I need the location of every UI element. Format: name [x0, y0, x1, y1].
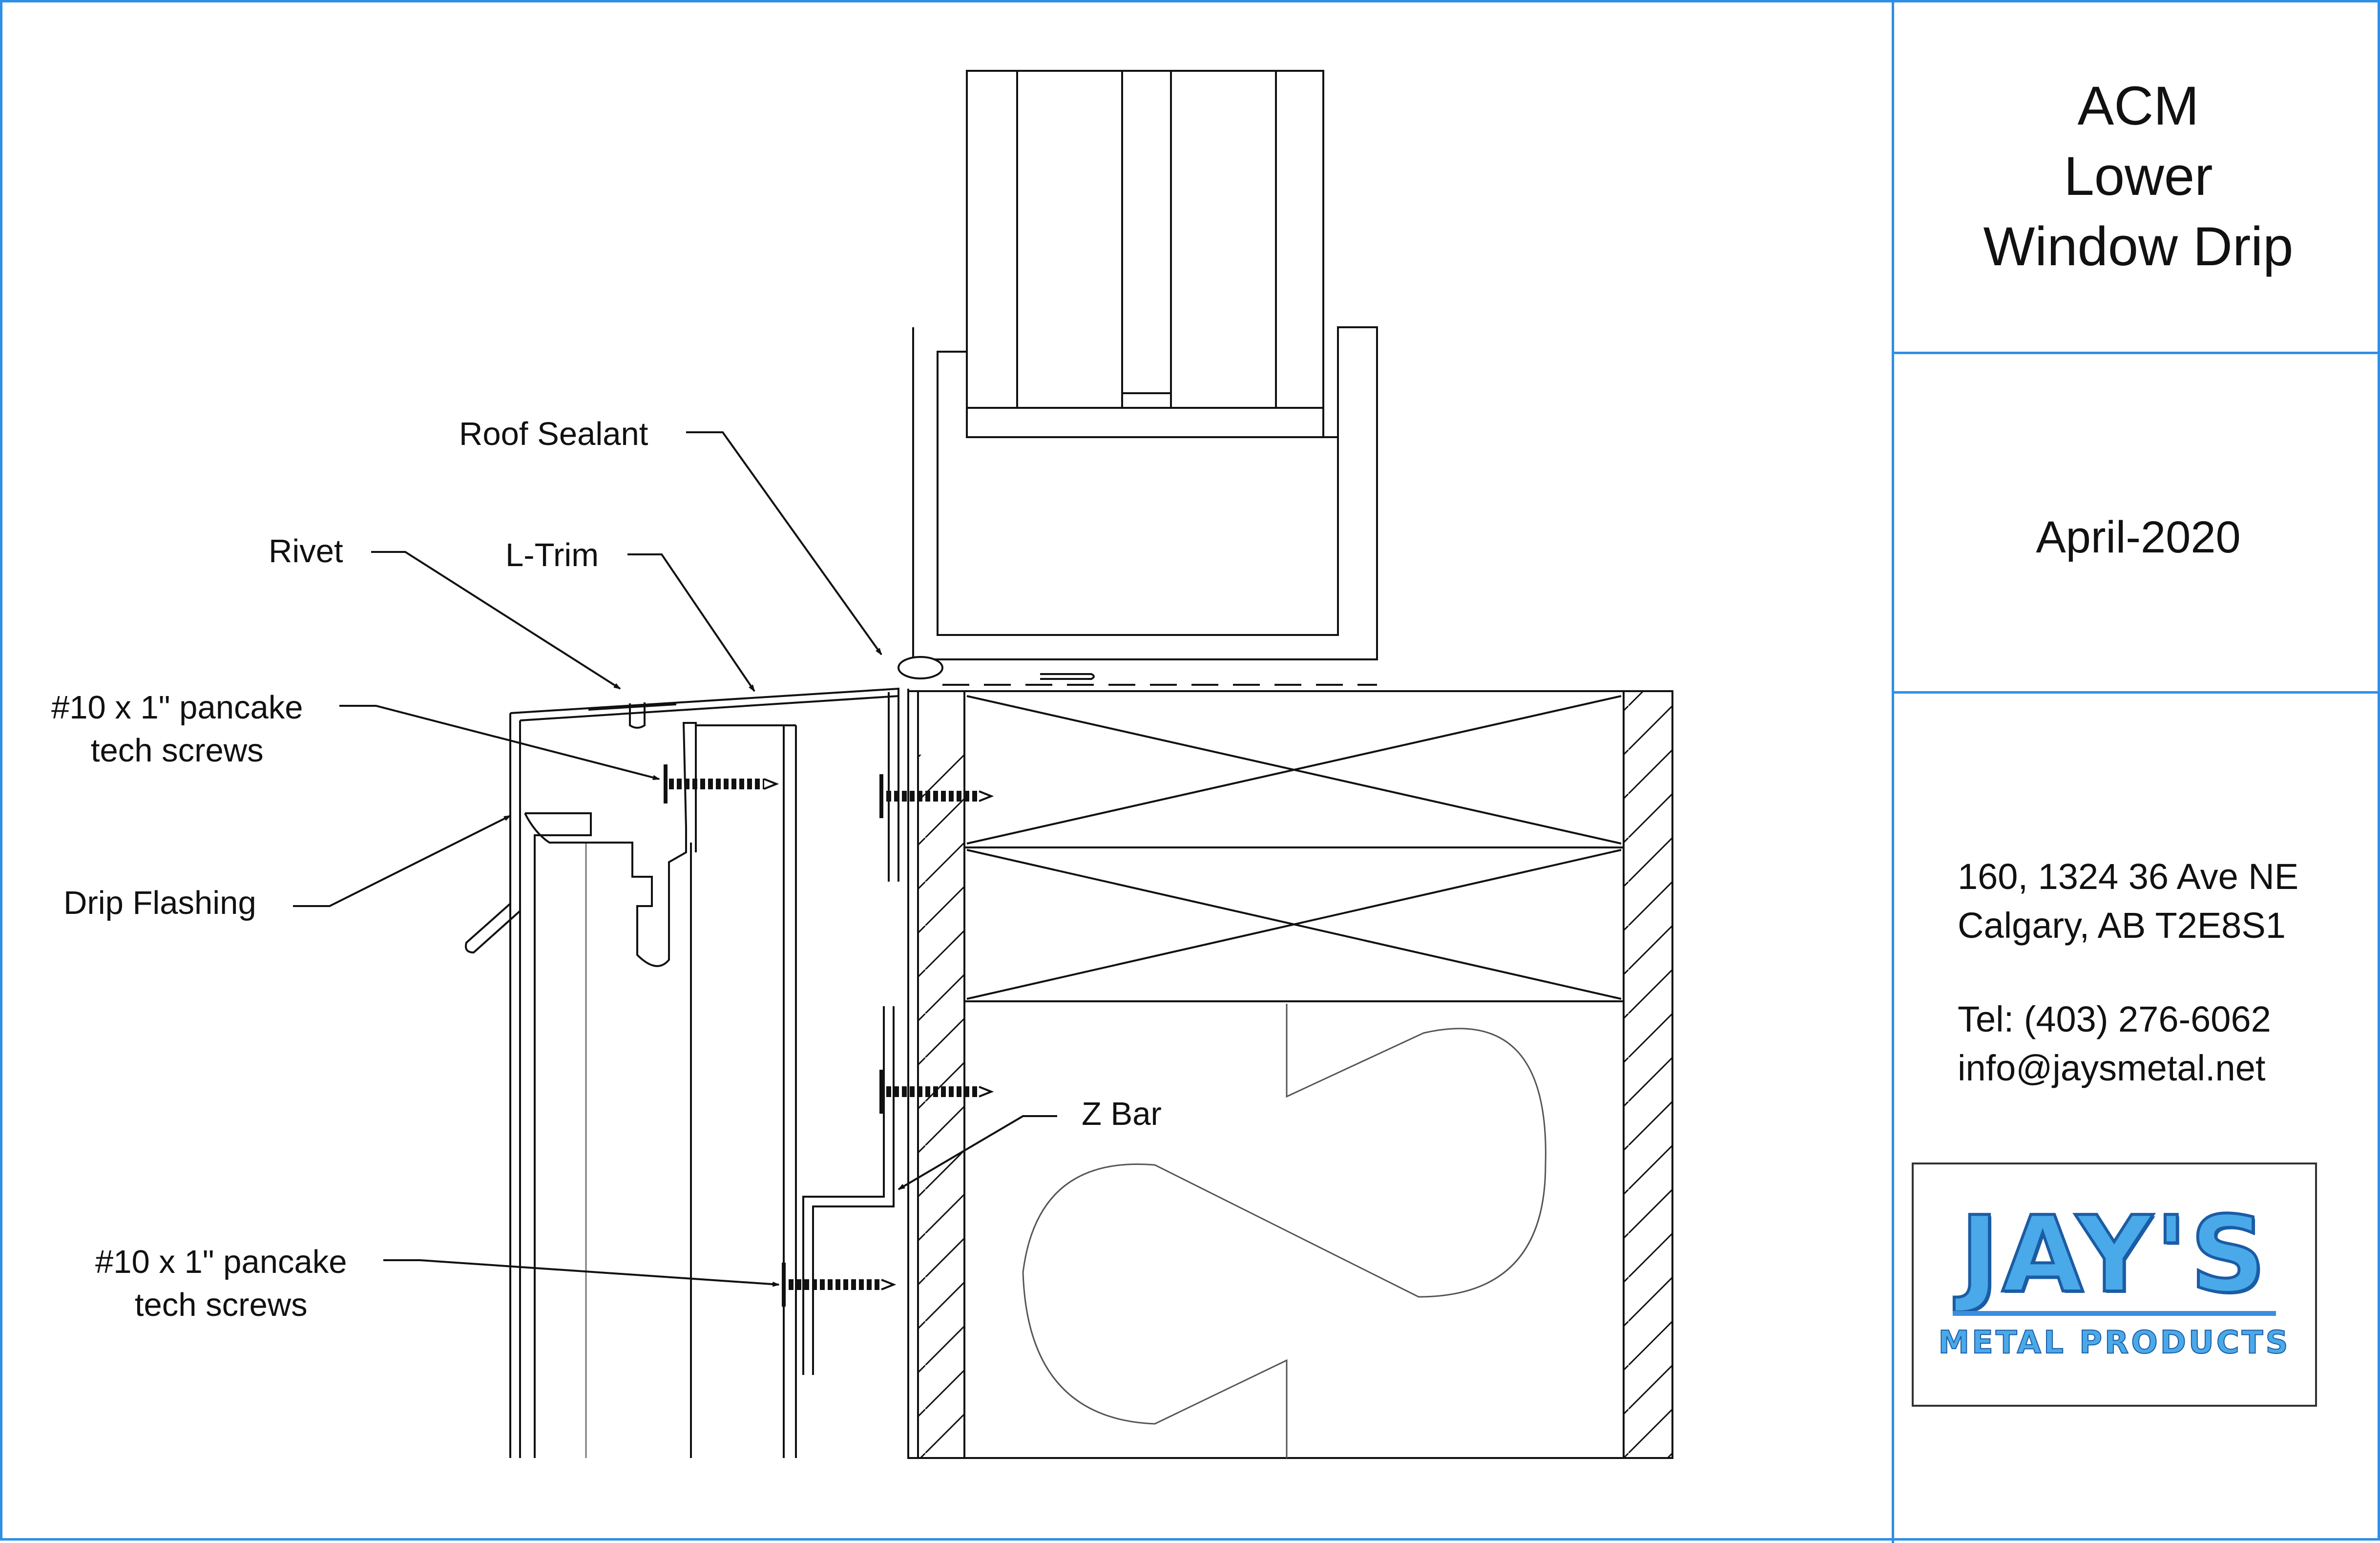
- callout-drip-flashing: Drip Flashing: [63, 885, 256, 921]
- section-detail-drawing: [293, 70, 1673, 1459]
- wall-assembly: [907, 690, 1673, 1459]
- screw-upper-1: [664, 764, 779, 803]
- window-frame: [912, 70, 1378, 660]
- callout-roof-sealant: Roof Sealant: [459, 416, 648, 452]
- leader-lines: [293, 431, 1057, 1285]
- address-line-2: Calgary, AB T2E8S1: [1958, 905, 2286, 946]
- phone-number: Tel: (403) 276-6062: [1958, 999, 2271, 1039]
- callout-l-trim: L-Trim: [505, 537, 599, 573]
- logo-wordmark: JAY'S: [1959, 1193, 2269, 1316]
- title-line-1: ACM: [2077, 75, 2199, 136]
- screw-lower: [782, 1263, 897, 1307]
- screw-upper-2: [879, 774, 994, 818]
- callout-rivet: Rivet: [269, 533, 343, 570]
- callout-screws-upper: #10 x 1" pancake tech screws: [51, 689, 303, 769]
- title-block: ACM Lower Window Drip April-2020 160, 13…: [1892, 2, 2380, 1543]
- company-logo: JAY'S METAL PRODUCTS: [1912, 1163, 2317, 1407]
- l-trim: [510, 687, 899, 721]
- drawing-title: ACM Lower Window Drip: [1894, 71, 2380, 282]
- divider: [1894, 691, 2380, 694]
- callout-z-bar: Z Bar: [1082, 1096, 1162, 1132]
- title-line-3: Window Drip: [1983, 216, 2294, 277]
- drawing-date: April-2020: [2036, 512, 2241, 562]
- divider: [1894, 352, 2380, 354]
- screw-middle: [879, 1070, 994, 1114]
- z-bar: [802, 1006, 895, 1375]
- logo-subtitle: METAL PRODUCTS: [1938, 1324, 2291, 1361]
- email-address: info@jaysmetal.net: [1958, 1048, 2266, 1088]
- callout-screws-lower: #10 x 1" pancake tech screws: [95, 1244, 347, 1323]
- logo-rule: [1953, 1311, 2276, 1316]
- drip-flashing: [465, 713, 521, 954]
- roof-sealant-bead: [898, 656, 943, 679]
- address-line-1: 160, 1324 36 Ave NE: [1958, 856, 2299, 897]
- title-line-2: Lower: [2064, 146, 2213, 207]
- rivet: [588, 702, 677, 729]
- acm-panel: [524, 722, 797, 1458]
- company-contact: 160, 1324 36 Ave NE Calgary, AB T2E8S1 T…: [1958, 852, 2378, 1093]
